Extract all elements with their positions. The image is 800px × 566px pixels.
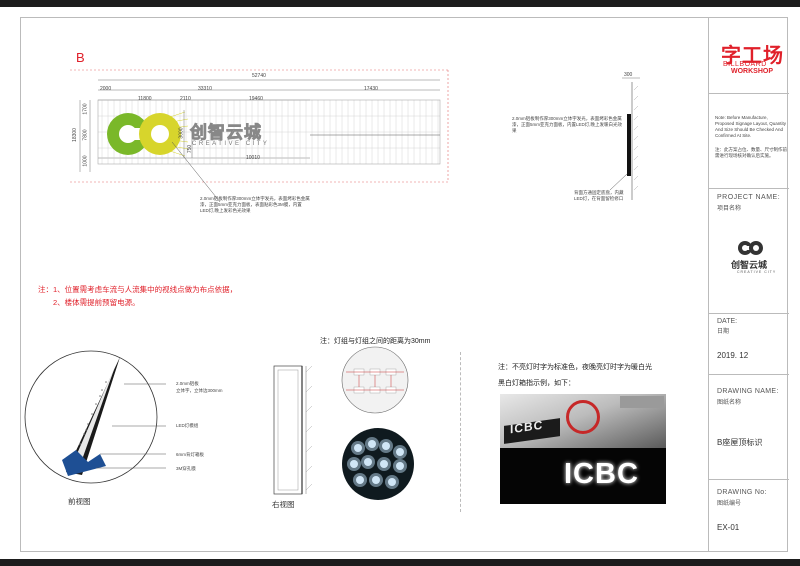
icbc-night-text: ICBC bbox=[564, 458, 639, 490]
right-view-detail bbox=[273, 365, 313, 495]
dim-middle: 7800 bbox=[82, 129, 89, 141]
dim-right-offset: 17430 bbox=[364, 86, 378, 92]
title-note-en: Note: Before Manufacture, Proposed Signa… bbox=[715, 115, 787, 138]
dim-text-width: 19460 bbox=[249, 96, 263, 102]
dim-gap: 2110 bbox=[180, 96, 191, 102]
date-value: 2019. 12 bbox=[717, 351, 749, 360]
dim-total: 52740 bbox=[252, 73, 266, 79]
title-block: 字工场 BILLBOARD WORKSHOP Note: Before Manu… bbox=[708, 17, 789, 552]
drawing-no-cn: 图纸编号 bbox=[717, 501, 742, 507]
drawing-name-cn: 图纸名称 bbox=[717, 400, 742, 406]
date-cn: 日期 bbox=[717, 329, 730, 335]
right-note: 2.0mm铝板制作厚300mm立体字发光，表面烤彩色金属漆，正面5mm亚克力面板… bbox=[512, 116, 623, 133]
icbc-day-photo: ICBC bbox=[500, 394, 666, 448]
separator bbox=[460, 352, 461, 512]
detail-label-1b: 立体字，立体边300mm bbox=[176, 388, 223, 393]
brand-cn: 字工场 bbox=[721, 45, 784, 67]
drawing-name-label: DRAWING NAME: bbox=[717, 388, 779, 395]
front-view-detail bbox=[24, 350, 166, 484]
light-note-2: 黑白灯箱指示例，如下： bbox=[498, 380, 575, 387]
brand-en-1: BILLBOARD bbox=[723, 61, 767, 68]
led-module-photo bbox=[341, 346, 409, 414]
divider bbox=[709, 374, 789, 375]
general-note-line-2: 2、楼体需提前预留电源。 bbox=[53, 298, 140, 307]
detail-label-3: 6mm背灯箱板 bbox=[176, 452, 204, 457]
right-view-caption: 右视图 bbox=[272, 500, 295, 509]
divider bbox=[709, 93, 789, 94]
detail-label-4: 3M穿孔膜 bbox=[176, 466, 196, 471]
drawing-name-value: B座屋顶标识 bbox=[717, 438, 763, 447]
title-note-cn: 注：此方案占位、数量、尺寸制作前需进行现场核对确认后实施。 bbox=[715, 147, 787, 158]
divider bbox=[709, 313, 789, 314]
led-spacing-note: 注：灯组与灯组之间的距离为30mm bbox=[320, 338, 431, 345]
project-logo-icon bbox=[738, 241, 763, 255]
bottom-border-bar bbox=[0, 559, 800, 566]
divider bbox=[709, 188, 789, 189]
dim-bottom: 10010 bbox=[246, 155, 260, 161]
icbc-logo-shape bbox=[566, 400, 600, 434]
dim-upper: 1700 bbox=[82, 103, 89, 115]
dim-inner-1: 3000 bbox=[178, 127, 185, 139]
detail-label-2: LED灯模组 bbox=[176, 423, 199, 428]
section-label: B bbox=[76, 50, 85, 65]
date-label: DATE: bbox=[717, 318, 738, 325]
general-note-line-1: 注：1、位置需考虑车流与人流集中的视线点做为布点依据， bbox=[38, 285, 238, 294]
led-module-lit-photo bbox=[342, 428, 414, 500]
dim-lower: 1000 bbox=[82, 155, 89, 167]
dim-logo-width: 11800 bbox=[138, 96, 152, 102]
project-name-cn: 项目名称 bbox=[717, 206, 742, 212]
drawing-no-label: DRAWING No: bbox=[717, 489, 767, 496]
sign-text-en: CREATIVE CITY bbox=[192, 141, 270, 147]
divider bbox=[709, 479, 789, 480]
dim-height: 18300 bbox=[71, 128, 78, 142]
top-border-bar bbox=[0, 0, 800, 7]
sign-text-cn: 创智云城 bbox=[190, 123, 262, 143]
drawing-frame bbox=[20, 17, 788, 552]
back-note: 背面方通固定底盘，内藏LED灯，在背面留检修口 bbox=[574, 190, 624, 201]
drawing-no-value: EX-01 bbox=[717, 523, 740, 532]
project-logo-cn: 创智云城 bbox=[731, 260, 768, 270]
brand-en-2: WORKSHOP bbox=[731, 68, 773, 75]
side-section-view bbox=[609, 77, 640, 200]
side-dim: 300 bbox=[624, 72, 633, 78]
front-note: 2.0mm铝板制作厚300mm立体字发光，表面烤彩色金属漆，正面5mm亚克力面板… bbox=[200, 196, 310, 213]
front-view-caption: 前视图 bbox=[68, 497, 91, 506]
project-logo-en: CREATIVE CITY bbox=[737, 270, 777, 274]
project-name-label: PROJECT NAME: bbox=[717, 194, 781, 201]
dim-sign-length: 33310 bbox=[198, 86, 212, 92]
light-note: 注：不亮灯时字为标准色，夜晚亮灯时字为暖白光 bbox=[498, 364, 652, 371]
dim-left-offset: 2000 bbox=[100, 86, 112, 92]
icbc-night-photo: ICBC bbox=[500, 448, 666, 504]
detail-label-1: 2.0mm铝板 bbox=[176, 381, 199, 386]
elevation-drawing bbox=[70, 69, 449, 203]
